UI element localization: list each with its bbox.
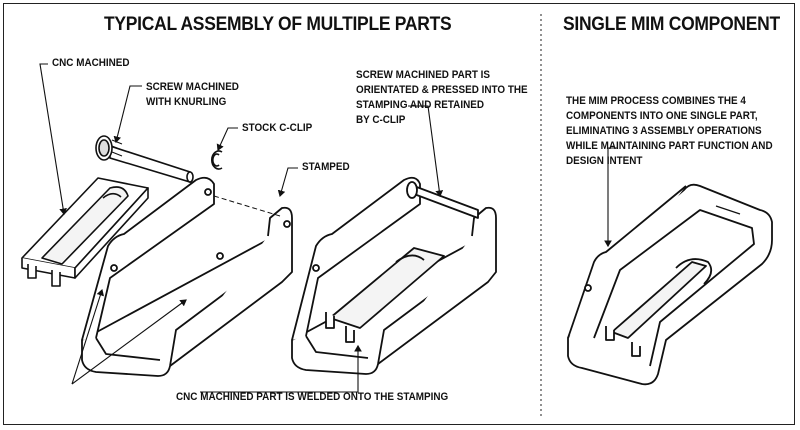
label-mim-line-3: ELIMINATING 3 ASSEMBLY OPERATIONS — [566, 125, 762, 137]
cnc-machined-part — [21, 177, 149, 287]
label-screw-pressed-line-3: STAMPING AND RETAINED — [356, 99, 484, 111]
label-screw-machined-line-1: SCREW MACHINED — [146, 81, 239, 93]
title-typical-assembly: TYPICAL ASSEMBLY OF MULTIPLE PARTS — [104, 14, 452, 35]
label-mim-line-1: THE MIM PROCESS COMBINES THE 4 — [566, 95, 746, 107]
title-single-mim: SINGLE MIM COMPONENT — [563, 14, 780, 35]
label-mim-description: THE MIM PROCESS COMBINES THE 4 COMPONENT… — [566, 94, 773, 169]
assembled-bracket — [291, 176, 497, 375]
label-screw-pressed-line-2: ORIENTATED & PRESSED INTO THE — [356, 84, 528, 96]
knurled-screw — [95, 135, 194, 184]
label-mim-line-5: DESIGN INTENT — [566, 155, 643, 167]
label-mim-line-4: WHILE MAINTAINING PART FUNCTION AND — [566, 140, 773, 152]
label-welded: CNC MACHINED PART IS WELDED ONTO THE STA… — [176, 391, 449, 403]
label-screw-pressed-line-4: BY C-CLIP — [356, 114, 406, 126]
label-stock-c-clip: STOCK C-CLIP — [242, 122, 313, 134]
assembly-dash-line — [213, 195, 281, 217]
label-screw-machined: SCREW MACHINED WITH KNURLING — [146, 80, 239, 110]
label-mim-line-2: COMPONENTS INTO ONE SINGLE PART, — [566, 110, 758, 122]
label-screw-pressed-line-1: SCREW MACHINED PART IS — [356, 69, 491, 81]
stock-c-clip — [211, 150, 223, 170]
leader-lines — [39, 63, 618, 393]
label-screw-pressed: SCREW MACHINED PART IS ORIENTATED & PRES… — [356, 68, 528, 128]
label-stamped: STAMPED — [302, 161, 350, 173]
label-cnc-machined: CNC MACHINED — [52, 57, 130, 69]
mim-component — [567, 183, 773, 386]
label-screw-machined-line-2: WITH KNURLING — [146, 96, 227, 108]
